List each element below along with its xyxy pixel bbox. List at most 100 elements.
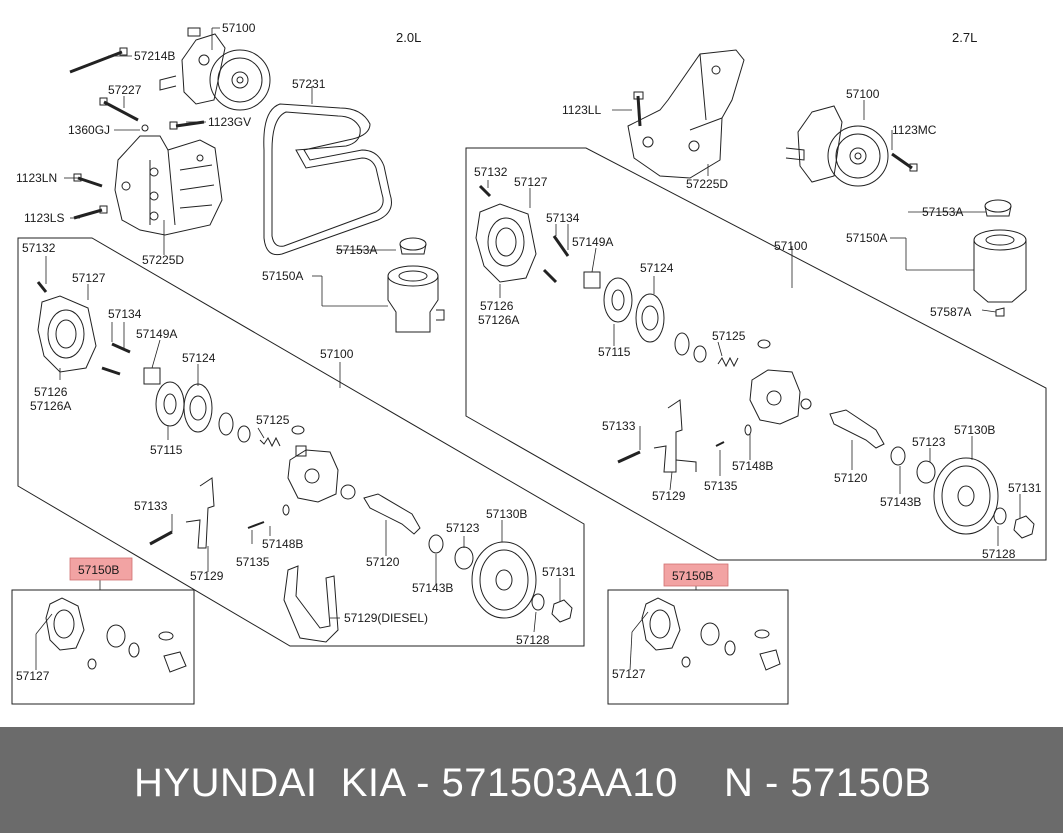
cap-57153a-27l [984, 199, 1012, 217]
part-label: 57129(DIESEL) [344, 611, 428, 625]
pipe-57129-diesel [283, 565, 339, 643]
part-label: 57126A [478, 313, 519, 327]
variant-label-right: 2.7L [952, 30, 977, 45]
bolt-57132-20l [36, 281, 48, 293]
snap-ring-57123-20l [454, 546, 474, 570]
reservoir-57150a-20l [387, 265, 445, 333]
cam-ring-57124-27l [635, 293, 665, 343]
pins-57134-27l [542, 235, 570, 284]
part-label: 57225D [686, 177, 728, 191]
part-label: 57100 [774, 239, 808, 253]
part-label: 57124 [640, 261, 674, 275]
part-label: 57100 [320, 347, 354, 361]
part-label: 57131 [542, 565, 576, 579]
pulley-57130b-27l [933, 457, 999, 535]
kit-title-right: 57150B [672, 569, 713, 583]
parts-diagram: 2.0L 2.7L 57100 57214B 57227 1360GJ 1123… [11, 21, 1047, 705]
part-label: 1123LL [562, 103, 601, 117]
rotor-57115-27l [603, 277, 633, 323]
kit-item-right: 57127 [612, 667, 646, 681]
oring-a-20l [218, 412, 234, 436]
bolt-57214b [69, 47, 128, 74]
bolt-1123gv [169, 120, 205, 130]
body-57100-27l [749, 369, 812, 425]
part-label: 57126 [34, 385, 68, 399]
nut-57131-20l [551, 599, 573, 623]
valve-57135-20l [247, 521, 265, 529]
bolt-57133-27l [617, 450, 641, 464]
part-label: 57128 [982, 547, 1016, 561]
part-label: 57150A [262, 269, 303, 283]
part-label: 57225D [142, 253, 184, 267]
bolt-57227 [99, 97, 139, 122]
washer-1360gj [141, 124, 149, 132]
washer-57128-20l [531, 593, 545, 611]
part-label: 57134 [546, 211, 580, 225]
body-57100-20l [287, 445, 339, 503]
part-label: 57148B [262, 537, 303, 551]
part-label: 57115 [150, 443, 183, 457]
nut-57131-27l [1013, 515, 1035, 539]
kit-item-left: 57127 [16, 669, 50, 683]
part-label: 57149A [136, 327, 177, 341]
part-label: 57132 [22, 241, 56, 255]
rotor-57115-20l [155, 381, 185, 427]
part-label: 57148B [732, 459, 773, 473]
kit-box-right [607, 589, 789, 705]
bolt-1123ll [633, 91, 644, 127]
part-label: 57126 [480, 299, 514, 313]
part-label: 57150A [846, 231, 887, 245]
part-label: 1123LS [24, 211, 64, 225]
assembly-box-20l [17, 237, 585, 647]
footer-bar: HYUNDAI KIA - 571503AA10 N - 57150B [0, 727, 1063, 833]
bolt-57133-20l [149, 530, 173, 546]
oring-b-27l [693, 345, 707, 363]
ring-57149a-27l [583, 271, 601, 289]
pulley-57130b-20l [471, 541, 537, 619]
cover-57127-27l [475, 203, 537, 283]
part-label: 57100 [222, 21, 256, 35]
part-label: 57134 [108, 307, 142, 321]
part-label: 57115 [598, 345, 631, 359]
part-label: 57127 [514, 175, 548, 189]
reservoir-57150a-27l [973, 229, 1027, 303]
part-label: 57133 [602, 419, 636, 433]
leader-lines [35, 27, 1021, 671]
washer-57143b-20l [428, 534, 444, 554]
part-label: 57143B [412, 581, 453, 595]
cam-ring-57124-20l [183, 383, 213, 433]
part-label: 1123MC [892, 123, 937, 137]
kit-right-parts [641, 597, 781, 671]
part-label: 57149A [572, 235, 613, 249]
part-label: 57135 [236, 555, 270, 569]
footer-reference: N - 57150B [724, 761, 932, 805]
part-label: 57131 [1008, 481, 1042, 495]
part-label: 57125 [256, 413, 290, 427]
pins-57134-20l [101, 342, 131, 376]
part-label: 57123 [912, 435, 946, 449]
bracket-57129-27l [653, 399, 697, 473]
kit-box-left [11, 589, 195, 705]
part-label: 57125 [712, 329, 746, 343]
valve-57135-27l [715, 441, 725, 447]
part-label: 57132 [474, 165, 508, 179]
part-label: 1123GV [208, 115, 251, 129]
footer-part-number: HYUNDAI KIA - 571503AA10 [134, 761, 678, 805]
bolt-1123ln [73, 173, 103, 188]
kit-title-left: 57150B [78, 563, 119, 577]
pump-20l-top [159, 27, 271, 111]
shaft-57120-20l [363, 493, 421, 535]
kit-label-highlight-right [663, 563, 729, 587]
part-label: 1360GJ [68, 123, 110, 137]
part-label: 57143B [880, 495, 921, 509]
part-label: 57127 [72, 271, 106, 285]
cap-57153a-20l [399, 237, 427, 255]
assembly-box-27l [465, 147, 1047, 561]
part-label: 57129 [190, 569, 224, 583]
part-label: 57123 [446, 521, 480, 535]
washer-57143b-27l [890, 446, 906, 466]
shaft-57120-27l [829, 409, 885, 449]
pump-27l [785, 105, 889, 187]
part-label: 57128 [516, 633, 550, 647]
